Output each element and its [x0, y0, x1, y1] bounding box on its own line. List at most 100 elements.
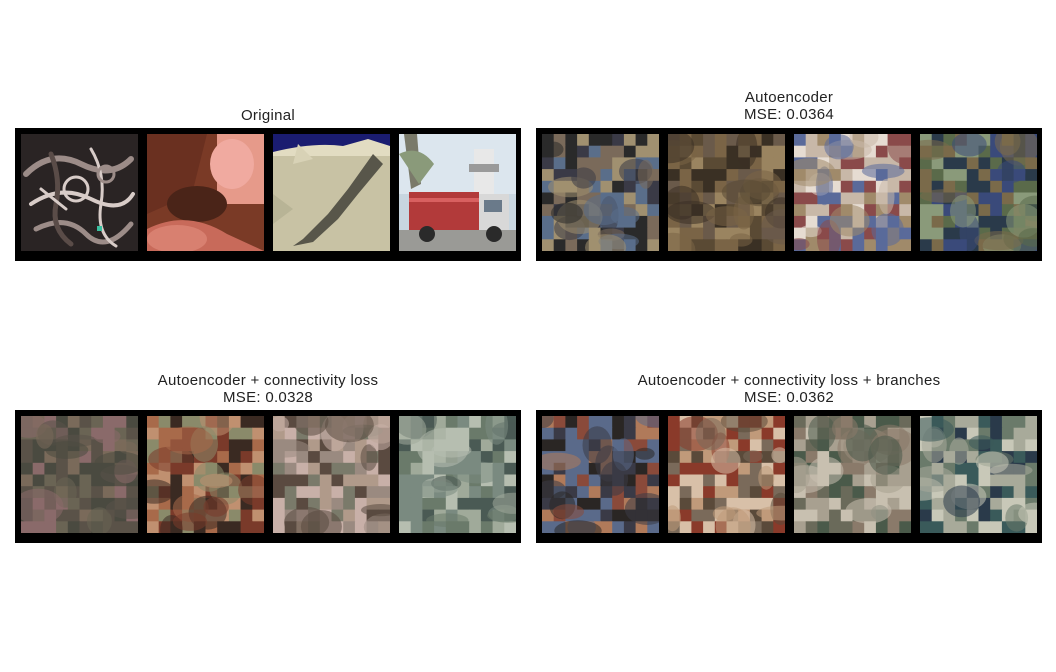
mosaic-cell	[738, 497, 751, 511]
mosaic-cell	[273, 509, 286, 522]
mosaic-cell	[308, 497, 321, 511]
mosaic-cell	[852, 180, 865, 194]
mosaic-cell	[469, 427, 482, 440]
mosaic-cell	[1013, 180, 1026, 194]
mosaic-cell	[378, 462, 390, 476]
image-strip	[15, 410, 521, 543]
mosaic-cell	[1001, 427, 1015, 440]
mosaic-cell	[588, 497, 602, 511]
blur-blob	[300, 510, 342, 533]
mosaic-cell	[67, 416, 81, 429]
mosaic-cell	[726, 169, 739, 182]
mosaic-cell	[399, 509, 412, 522]
mosaic-cell	[726, 486, 739, 499]
mosaic-cell	[852, 521, 865, 533]
mosaic-cell	[343, 509, 356, 522]
mosaic-cell	[228, 451, 242, 464]
mosaic-cell	[805, 192, 818, 205]
mosaic-cell	[990, 486, 1003, 499]
mosaic-cell	[1025, 157, 1037, 170]
mosaic-cell	[331, 474, 344, 487]
panel-title: Autoencoder MSE: 0.0364	[536, 89, 1042, 123]
blur-blob	[951, 134, 987, 157]
mosaic-cell	[457, 497, 470, 511]
image-strip	[15, 128, 521, 261]
mosaic-cell	[469, 486, 482, 499]
mosaic-cell	[126, 521, 138, 533]
panel-title: Autoencoder + connectivity loss MSE: 0.0…	[15, 372, 521, 406]
blur-blob	[968, 435, 995, 450]
blur-blob	[949, 437, 969, 465]
mosaic-cell	[565, 134, 578, 147]
mosaic-cell	[978, 416, 991, 429]
mosaic-cell	[749, 227, 763, 240]
mosaic-cell	[21, 521, 34, 533]
mosaic-cell	[228, 427, 242, 440]
mosaic-cell	[469, 521, 482, 533]
mosaic-cell	[703, 145, 716, 158]
mosaic-cell	[284, 427, 297, 440]
mosaic-cell	[817, 521, 830, 533]
mosaic-cell	[577, 239, 590, 251]
mosaic-cell	[469, 416, 482, 429]
mosaic-cell	[691, 509, 704, 522]
mosaic-cell	[273, 497, 286, 511]
mosaic-cell	[565, 439, 578, 452]
mosaic-cell	[794, 192, 807, 205]
mosaic-cell	[691, 227, 704, 240]
mosaic-cell	[21, 439, 34, 452]
reconstruction-image	[542, 416, 659, 533]
mosaic-cell	[44, 521, 57, 533]
mosaic-cell	[600, 157, 613, 170]
mosaic-cell	[1013, 451, 1026, 464]
mosaic-cell	[240, 439, 253, 452]
mosaic-cell	[331, 451, 344, 464]
panel-title-line1: Autoencoder	[744, 89, 834, 106]
mosaic-cell	[943, 521, 956, 533]
mosaic-cell	[114, 521, 127, 533]
mosaic-cell	[1025, 486, 1037, 499]
mosaic-cell	[920, 157, 933, 170]
mosaic-cell	[668, 462, 681, 476]
blur-blob	[406, 480, 458, 498]
mosaic-cell	[284, 462, 297, 476]
mosaic-cell	[805, 239, 818, 251]
mosaic-cell	[445, 416, 459, 429]
mosaic-cell	[504, 486, 516, 499]
mosaic-cell	[920, 227, 933, 240]
blur-blob	[105, 497, 138, 519]
mosaic-cell	[577, 134, 590, 147]
mosaic-cell	[703, 239, 716, 251]
mosaic-cell	[252, 509, 264, 522]
mosaic-cell	[623, 416, 637, 429]
blur-blob	[624, 493, 659, 525]
mosaic-cell	[773, 521, 785, 533]
mosaic-cell	[864, 192, 877, 205]
mosaic-cell	[794, 427, 807, 440]
blur-blob	[668, 505, 681, 532]
mosaic-cell	[714, 486, 728, 499]
mosaic-cell	[577, 474, 590, 487]
mosaic-cell	[378, 486, 390, 499]
reconstruction-image	[920, 416, 1037, 533]
mosaic-cell	[864, 180, 877, 194]
mosaic-cell	[794, 509, 807, 522]
reconstruction-image	[147, 416, 264, 533]
blur-blob	[554, 520, 602, 533]
mosaic-cell	[955, 474, 968, 487]
mosaic-cell	[577, 416, 590, 429]
mosaic-cell	[79, 486, 92, 499]
mosaic-cell	[1013, 439, 1026, 452]
panel-mse-label: MSE: 0.0328	[222, 389, 314, 406]
mosaic-cell	[354, 486, 368, 499]
mosaic-cell	[331, 486, 344, 499]
mosaic-cell	[703, 169, 716, 182]
mosaic-cell	[738, 474, 751, 487]
image-frog	[21, 134, 138, 251]
blur-blob	[426, 513, 469, 527]
blur-blob	[920, 139, 952, 160]
blur-blob	[950, 194, 976, 228]
mosaic-cell	[504, 451, 516, 464]
mosaic-cell	[829, 497, 842, 511]
mosaic-cell	[542, 215, 555, 229]
